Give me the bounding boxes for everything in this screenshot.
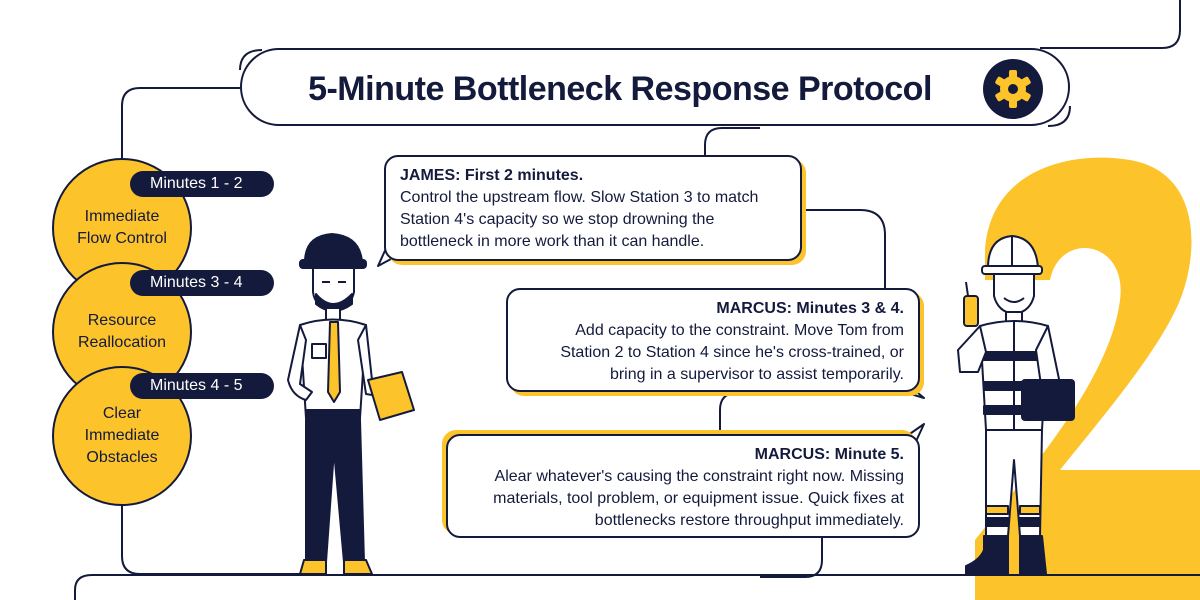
bubble-speaker: MARCUS: Minute 5.	[754, 446, 904, 463]
step-circle-3: Clear Immediate Obstacles	[52, 366, 192, 506]
marcus-figure	[957, 235, 1075, 575]
bubble-speaker: MARCUS: Minutes 3 & 4.	[716, 300, 904, 317]
step-label: Immediate Flow Control	[77, 208, 167, 247]
james-figure	[287, 233, 415, 575]
bubble-text: Alear whatever's causing the constraint …	[493, 468, 904, 529]
speech-bubble-marcus-2: MARCUS: Minute 5. Alear whatever's causi…	[446, 434, 920, 538]
speech-bubble-james: JAMES: First 2 minutes. Control the upst…	[384, 155, 802, 261]
gear-icon	[982, 58, 1044, 120]
step-tag-3: Minutes 4 - 5	[130, 373, 274, 399]
page-title: 5-Minute Bottleneck Response Protocol	[308, 70, 932, 108]
step-tag-2: Minutes 3 - 4	[130, 270, 274, 296]
bubble-speaker: JAMES: First 2 minutes.	[400, 167, 584, 184]
title-pill	[240, 48, 1070, 126]
bubble-text: Control the upstream flow. Slow Station …	[400, 189, 759, 250]
step-label: Resource Reallocation	[77, 312, 167, 351]
step-label: Clear Immediate Obstacles	[84, 405, 160, 466]
step-tag-1: Minutes 1 - 2	[130, 171, 274, 197]
bubble-text: Add capacity to the constraint. Move Tom…	[560, 322, 904, 383]
speech-bubble-marcus-1: MARCUS: Minutes 3 & 4. Add capacity to t…	[506, 288, 920, 392]
